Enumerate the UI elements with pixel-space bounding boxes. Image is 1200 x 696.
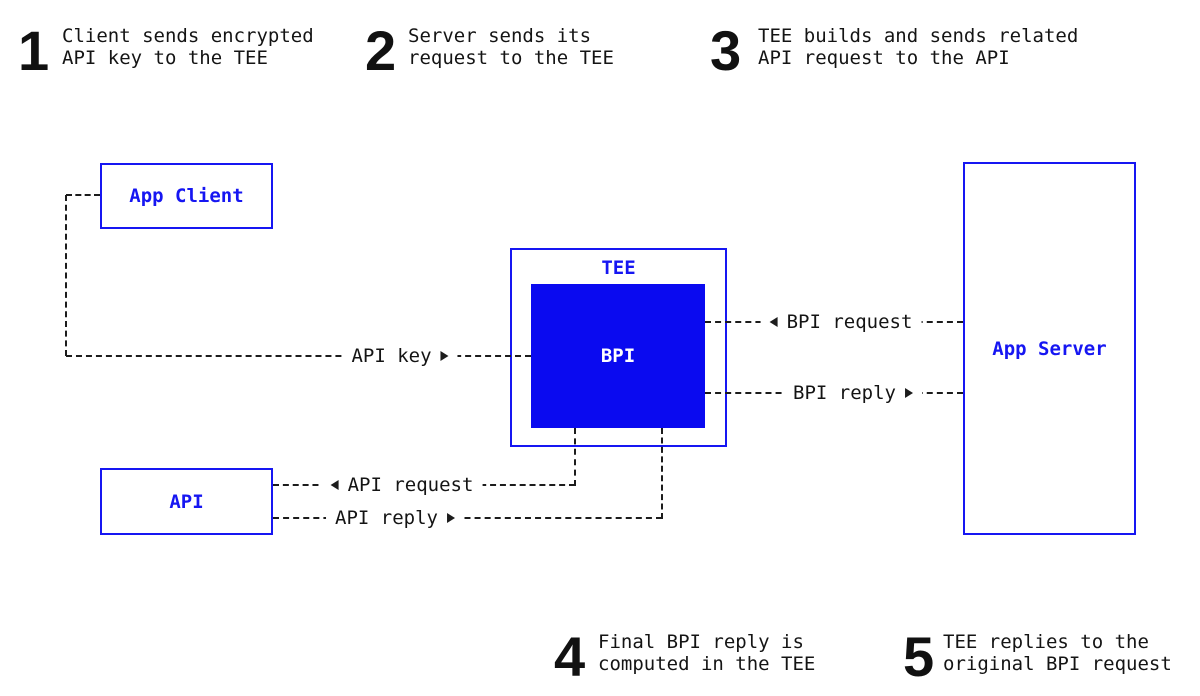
node-app-client: App Client — [100, 163, 273, 229]
arrow-left-icon — [330, 480, 339, 490]
step-description: Final BPI reply is computed in the TEE — [598, 631, 815, 675]
connector-label-text: API reply — [335, 507, 438, 529]
arrow-right-icon — [440, 351, 449, 361]
step-description: TEE replies to the original BPI request — [943, 631, 1172, 675]
connector-api-key-vertical — [65, 195, 67, 356]
step-number: 2 — [365, 19, 396, 82]
node-bpi-label: BPI — [600, 345, 636, 367]
connector-api-reply-vertical — [661, 428, 663, 519]
step-number: 1 — [18, 19, 49, 82]
step-description-line: TEE builds and sends related — [758, 25, 1079, 47]
connector-api-key-stub — [66, 194, 100, 196]
node-api: API — [100, 468, 273, 535]
arrow-right-icon — [446, 513, 455, 523]
node-app-server: App Server — [963, 162, 1136, 535]
connector-api-request-label: API request — [321, 472, 483, 498]
node-api-label: API — [169, 490, 204, 513]
connector-bpi-request-label: BPI request — [760, 309, 922, 335]
node-app-server-label: App Server — [992, 337, 1107, 360]
connector-label-text: API key — [351, 345, 432, 367]
connector-api-reply-line — [273, 517, 662, 519]
step-description: Client sends encrypted API key to the TE… — [62, 25, 314, 69]
step-description-line: API key to the TEE — [62, 47, 268, 69]
step-description-line: original BPI request — [943, 653, 1172, 675]
arrow-right-icon — [904, 388, 913, 398]
connector-bpi-reply-label: BPI reply — [784, 380, 922, 406]
connector-label-text: BPI reply — [793, 382, 896, 404]
node-tee-label: TEE — [601, 257, 636, 279]
step-description: Server sends its request to the TEE — [408, 25, 614, 69]
step-description-line: API request to the API — [758, 47, 1010, 69]
arrow-left-icon — [769, 317, 778, 327]
connector-api-key-line — [66, 355, 531, 357]
node-bpi: BPI — [531, 284, 705, 428]
connector-api-reply-label: API reply — [326, 505, 464, 531]
connector-label-text: BPI request — [786, 311, 913, 333]
step-number: 5 — [903, 625, 934, 688]
step-number: 4 — [554, 625, 585, 688]
step-description-line: Final BPI reply is — [598, 631, 804, 653]
step-description-line: Server sends its — [408, 25, 592, 47]
connector-api-request-vertical — [574, 428, 576, 486]
step-description: TEE builds and sends related API request… — [758, 25, 1078, 69]
step-description-line: computed in the TEE — [598, 653, 816, 675]
connector-api-key-label: API key — [342, 343, 458, 369]
step-description-line: request to the TEE — [408, 47, 614, 69]
connector-label-text: API request — [347, 474, 474, 496]
step-description-line: TEE replies to the — [943, 631, 1149, 653]
step-description-line: Client sends encrypted — [62, 25, 314, 47]
node-app-client-label: App Client — [129, 185, 244, 207]
step-number: 3 — [710, 19, 741, 82]
